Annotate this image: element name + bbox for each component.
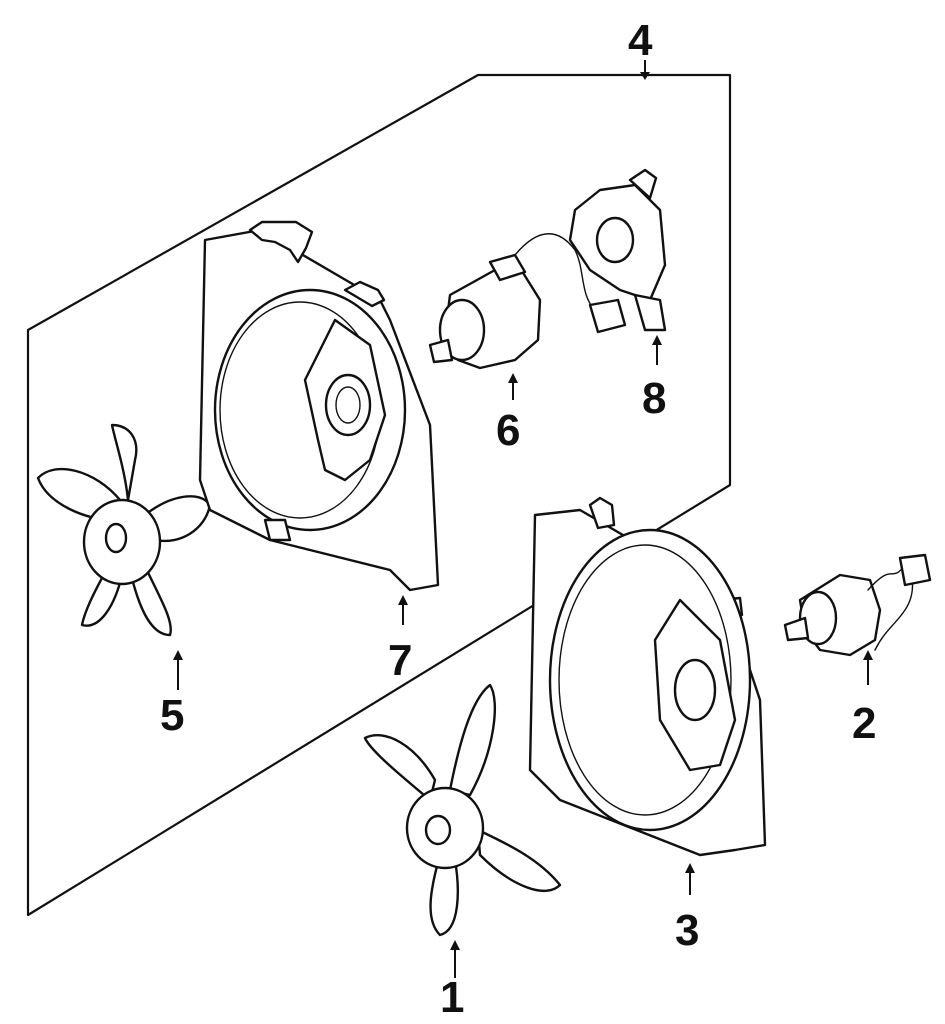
callout-1: 1: [440, 973, 464, 1022]
callout-3: 3: [675, 906, 699, 955]
callout-7: 7: [388, 636, 412, 685]
fan-motor-right: [783, 553, 932, 685]
callout-5: 5: [160, 691, 184, 740]
fan-motor-upper: [428, 233, 627, 400]
callout-8: 8: [642, 374, 666, 423]
motor-bracket: [568, 168, 667, 365]
callout-6: 6: [496, 406, 520, 455]
fan-shroud-lower: [528, 496, 767, 895]
fan-shroud-upper: [198, 220, 440, 625]
callout-4: 4: [628, 16, 653, 65]
assembly-panel: [26, 60, 732, 917]
fan-blade-left: [36, 423, 212, 690]
fan-blade-bottom: [363, 683, 562, 978]
callout-2: 2: [852, 699, 876, 748]
